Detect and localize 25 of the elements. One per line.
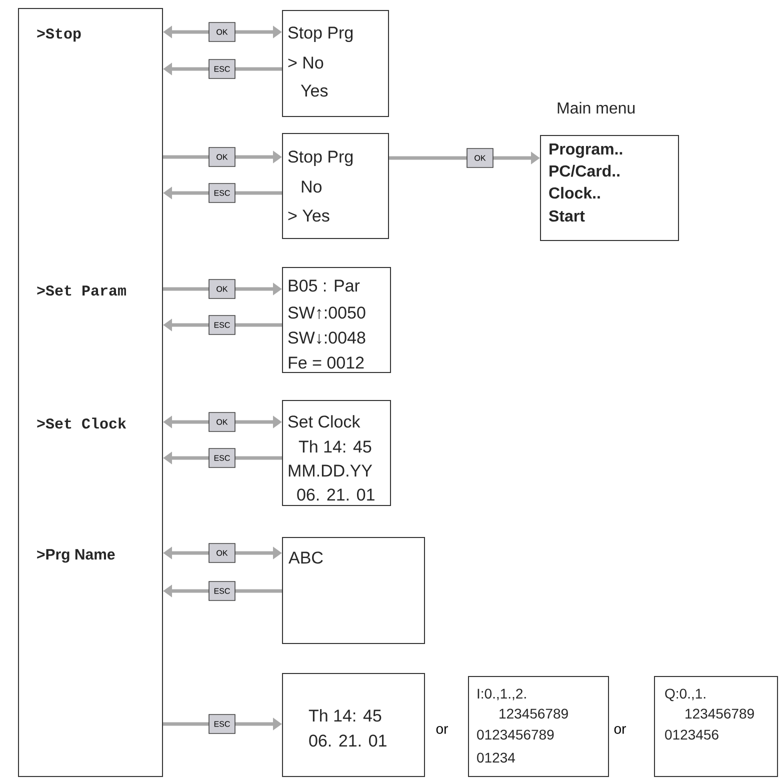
node-label: Main menu — [558, 102, 635, 114]
key-button: ESC — [208, 714, 236, 734]
key-button: OK — [208, 147, 236, 167]
key-button: ESC — [208, 581, 236, 601]
or-label: or — [614, 726, 626, 734]
key-button: OK — [208, 22, 236, 42]
display-screen: I:0.,1.,2. 123456789 0123456789 01234 — [468, 676, 609, 777]
menu-panel: >Stop >Set Param >Set Clock >Prg Name — [18, 8, 163, 777]
key-button: OK — [466, 148, 494, 168]
display-screen: Main menu Program.. PC/Card.. Clock.. Start — [540, 102, 679, 241]
display-screen: Set Clock Th 14: 45 MM.DD.YY 06. 21. 01 — [282, 400, 391, 506]
display-screen: ABC — [282, 537, 425, 644]
display-screen: Stop Prg > No Yes — [282, 10, 389, 117]
key-button: OK — [208, 543, 236, 563]
display-screen: Th 14: 45 06. 21. 01 — [282, 673, 425, 777]
key-button: OK — [208, 412, 236, 432]
key-button: OK — [208, 279, 236, 299]
key-button: ESC — [208, 315, 236, 335]
key-button: ESC — [208, 59, 236, 79]
display-screen: B05 : Par SW↑:0050 SW↓:0048 Fe = 0012 — [282, 267, 391, 373]
key-button: ESC — [208, 448, 236, 468]
display-screen: Q:0.,1. 123456789 0123456 — [654, 676, 778, 777]
or-label: or — [436, 726, 448, 734]
key-button: ESC — [208, 183, 236, 203]
display-screen: Stop Prg No > Yes — [282, 133, 389, 239]
